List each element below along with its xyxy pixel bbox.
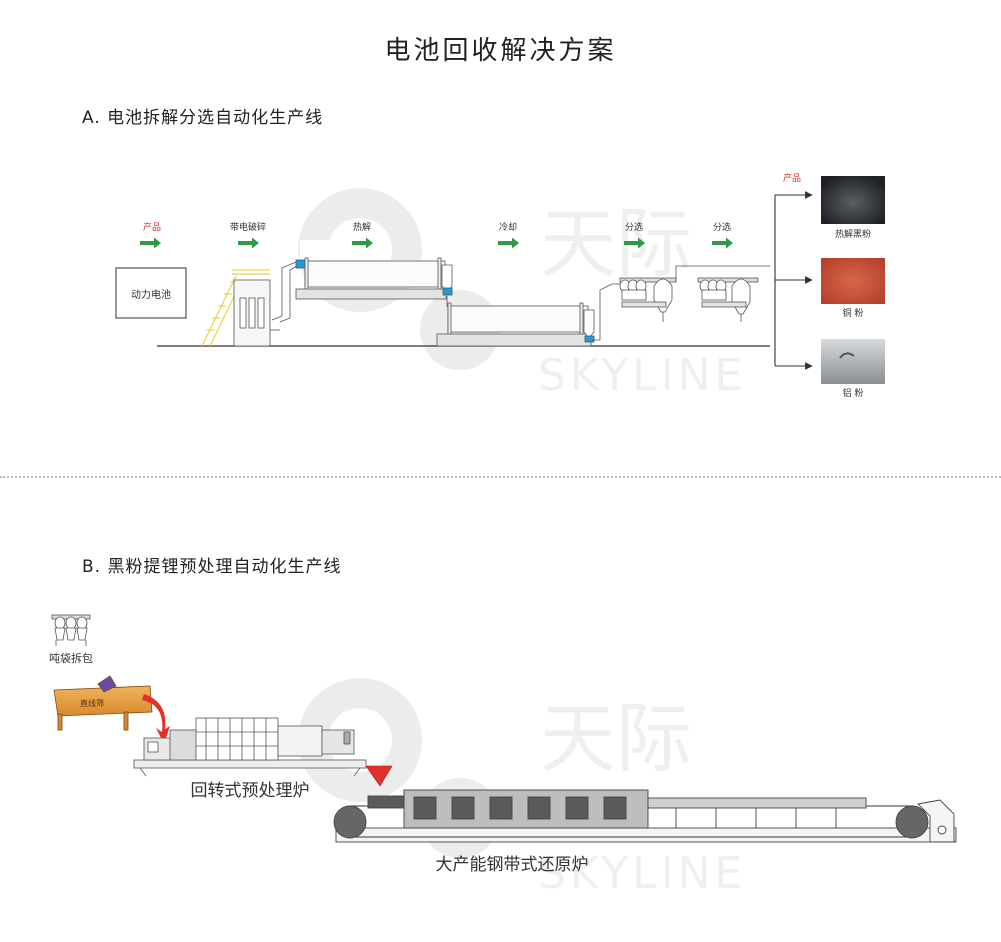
aluminum-powder-image	[821, 339, 885, 384]
belt-furnace	[333, 789, 957, 843]
section-b-title: B. 黑粉提锂预处理自动化生产线	[82, 557, 342, 577]
line-a-diagram: 天际 SKYLINE 动力电池 产品 带电破碎 热解 冷却 分选 分选	[115, 172, 885, 401]
step-3: 热解	[352, 221, 373, 249]
step-3-label: 热解	[353, 221, 371, 233]
aluminum-scoop-icon	[839, 352, 855, 359]
power-battery-box	[115, 267, 187, 319]
product-header: 产品	[783, 172, 801, 184]
linear-screen	[53, 675, 153, 731]
separator-group-1	[619, 277, 677, 322]
black-powder-label: 热解黑粉	[835, 228, 871, 240]
step-2: 带电破碎	[230, 221, 266, 249]
separator-group-2	[675, 265, 770, 322]
green-arrow-icon	[352, 237, 373, 249]
step-1-label: 产品	[143, 221, 161, 233]
step-5: 分选	[624, 221, 645, 249]
black-powder-image	[821, 176, 885, 224]
green-arrow-icon	[712, 237, 733, 249]
aluminum-powder-label: 铝 粉	[843, 387, 864, 399]
line-b-diagram: 天际 SKYLINE 吨袋拆包 直线筛 回转式预处理炉	[49, 614, 957, 899]
green-arrow-icon	[238, 237, 259, 249]
copper-powder-image	[821, 258, 885, 304]
bag-unloader	[51, 614, 91, 646]
green-arrow-icon	[140, 237, 161, 249]
linear-screen-label: 直线筛	[80, 698, 104, 708]
page-title: 电池回收解决方案	[384, 36, 617, 66]
watermark-en-a: SKYLINE	[538, 350, 746, 401]
section-divider	[0, 476, 1001, 478]
feed-hopper	[365, 765, 393, 787]
bag-unload-label: 吨袋拆包	[49, 651, 93, 665]
yellow-stairs	[201, 269, 270, 347]
step-4-label: 冷却	[499, 221, 517, 233]
watermark-en-b: SKYLINE	[538, 848, 746, 899]
step-2-label: 带电破碎	[230, 221, 266, 233]
cooling-kiln	[436, 283, 620, 347]
step-1: 产品	[140, 221, 161, 249]
green-arrow-icon	[498, 237, 519, 249]
watermark-cn-a: 天际	[540, 199, 692, 288]
pyrolysis-kiln	[295, 257, 453, 300]
rotary-kiln-label: 回转式预处理炉	[191, 781, 310, 801]
power-battery-label: 动力电池	[131, 288, 171, 301]
step-4: 冷却	[498, 221, 519, 249]
watermark-cn-b: 天际	[540, 694, 692, 783]
output-bracket	[774, 191, 813, 370]
section-a-title: A. 电池拆解分选自动化生产线	[82, 108, 324, 128]
copper-powder-label: 铜 粉	[843, 307, 864, 319]
green-arrow-icon	[624, 237, 645, 249]
step-5-label: 分选	[625, 221, 643, 233]
crusher-unit	[233, 261, 301, 347]
step-6: 分选	[712, 221, 733, 249]
flow-arrow-icon	[142, 694, 170, 744]
rotary-kiln	[133, 717, 367, 777]
step-6-label: 分选	[713, 221, 731, 233]
belt-furnace-label: 大产能钢带式还原炉	[436, 855, 589, 875]
